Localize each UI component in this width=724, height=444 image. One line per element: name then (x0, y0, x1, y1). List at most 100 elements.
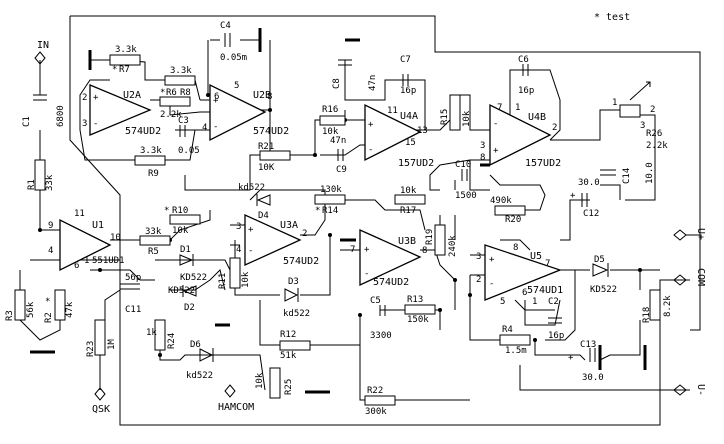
svg-text:C5: C5 (370, 296, 381, 306)
svg-text:R3: R3 (5, 310, 15, 321)
diode-d3: D3 kd522 (283, 277, 310, 319)
svg-text:R9: R9 (148, 169, 159, 179)
svg-text:HAMCOM: HAMCOM (218, 402, 254, 413)
svg-text:D5: D5 (594, 255, 605, 265)
u3a-part: 574UD2 (283, 256, 319, 267)
svg-text:D4: D4 (258, 211, 269, 221)
svg-text:4: 4 (202, 123, 207, 133)
u4b-label: U4B (528, 112, 546, 123)
svg-text:-: - (364, 269, 369, 279)
svg-text:R7: R7 (119, 65, 130, 75)
svg-text:9: 9 (48, 221, 53, 231)
u5-label: U5 (530, 251, 542, 262)
svg-text:*: * (45, 297, 50, 307)
svg-text:8: 8 (513, 243, 518, 253)
diode-d2: D2 KD522 (168, 285, 197, 313)
capacitor-c7 (402, 74, 409, 86)
resistor-r18 (649, 289, 661, 321)
svg-text:R4: R4 (502, 325, 513, 335)
svg-text:30.0: 30.0 (578, 178, 600, 188)
resistor-r22 (364, 395, 396, 406)
svg-text:30.0: 30.0 (582, 373, 604, 383)
svg-text:C13: C13 (580, 340, 596, 350)
port-com: COM (673, 268, 706, 286)
capacitor-c12 (581, 193, 588, 207)
ports: IN QSK HAMCOM U+ COM U- (34, 40, 706, 415)
port-uminus: U- (673, 384, 706, 396)
svg-text:1: 1 (532, 297, 537, 307)
port-uplus: U+ (673, 228, 706, 241)
svg-text:1.5m: 1.5m (505, 346, 527, 356)
svg-text:6800: 6800 (56, 105, 66, 127)
svg-text:3: 3 (236, 222, 241, 232)
svg-text:+: + (368, 120, 374, 130)
svg-text:C8: C8 (332, 78, 342, 89)
svg-text:490k: 490k (490, 196, 512, 206)
svg-text:+: + (364, 245, 370, 255)
svg-text:C3: C3 (178, 116, 189, 126)
resistor-r21 (259, 150, 291, 161)
capacitor-c2 (548, 317, 562, 324)
svg-text:8.2k: 8.2k (663, 295, 673, 317)
capacitor-c10 (461, 169, 468, 181)
svg-text:300k: 300k (365, 407, 387, 417)
svg-text:10k: 10k (241, 271, 251, 288)
svg-text:R1: R1 (27, 179, 37, 190)
u4a-label: U4A (400, 111, 418, 122)
svg-text:15: 15 (405, 138, 416, 148)
svg-text:5: 5 (234, 81, 239, 91)
svg-text:+: + (489, 255, 495, 265)
svg-text:0.05m: 0.05m (220, 53, 247, 63)
resistor-r4 (499, 334, 531, 346)
svg-text:*: * (315, 206, 320, 216)
svg-text:4: 4 (48, 246, 53, 256)
u3b-part: 574UD2 (373, 277, 409, 288)
port-qsk: QSK (92, 387, 110, 415)
capacitor-c6 (522, 64, 529, 76)
u5-part: 574UD1 (527, 285, 563, 296)
svg-text:10k: 10k (462, 110, 472, 127)
svg-text:+: + (248, 225, 254, 235)
svg-text:QSK: QSK (92, 404, 110, 415)
svg-text:10: 10 (110, 233, 121, 243)
svg-text:47n: 47n (368, 75, 378, 91)
svg-text:3: 3 (640, 121, 645, 131)
svg-text:2: 2 (552, 123, 557, 133)
svg-text:*: * (112, 65, 117, 75)
svg-text:10k: 10k (255, 372, 265, 389)
svg-text:3.3k: 3.3k (140, 146, 162, 156)
svg-text:8: 8 (422, 246, 427, 256)
svg-text:C10: C10 (455, 160, 471, 170)
svg-text:56p: 56p (125, 273, 141, 283)
diode-d1: D1 KD522 (179, 245, 207, 283)
wires (19, 15, 701, 426)
svg-text:-: - (368, 145, 373, 155)
resistor-r11 (229, 257, 241, 289)
svg-text:7: 7 (545, 259, 550, 269)
svg-text:16p: 16p (400, 86, 416, 96)
svg-text:R5: R5 (148, 247, 159, 257)
svg-text:1500: 1500 (455, 191, 477, 201)
svg-text:33k: 33k (145, 227, 162, 237)
svg-text:3.3k: 3.3k (115, 45, 137, 55)
capacitor-c13 (589, 348, 596, 362)
resistor-r13 (404, 304, 436, 315)
u4a-part: 157UD2 (398, 158, 434, 169)
svg-text:R12: R12 (280, 330, 296, 340)
resistor-r2 (54, 289, 66, 321)
svg-text:130k: 130k (320, 185, 342, 195)
svg-text:3: 3 (476, 252, 481, 262)
resistor-r15 (449, 94, 461, 131)
svg-text:7: 7 (497, 103, 502, 113)
svg-text:2.2k: 2.2k (160, 110, 182, 120)
svg-text:6: 6 (522, 288, 527, 298)
resistor-r16 (319, 115, 346, 126)
svg-text:C9: C9 (336, 165, 347, 175)
diodes: D1 KD522 D2 KD522 kd522 D4 D3 kd522 D5 K… (168, 183, 617, 381)
resistor-r26 (619, 104, 641, 118)
svg-text:33k: 33k (45, 174, 55, 191)
